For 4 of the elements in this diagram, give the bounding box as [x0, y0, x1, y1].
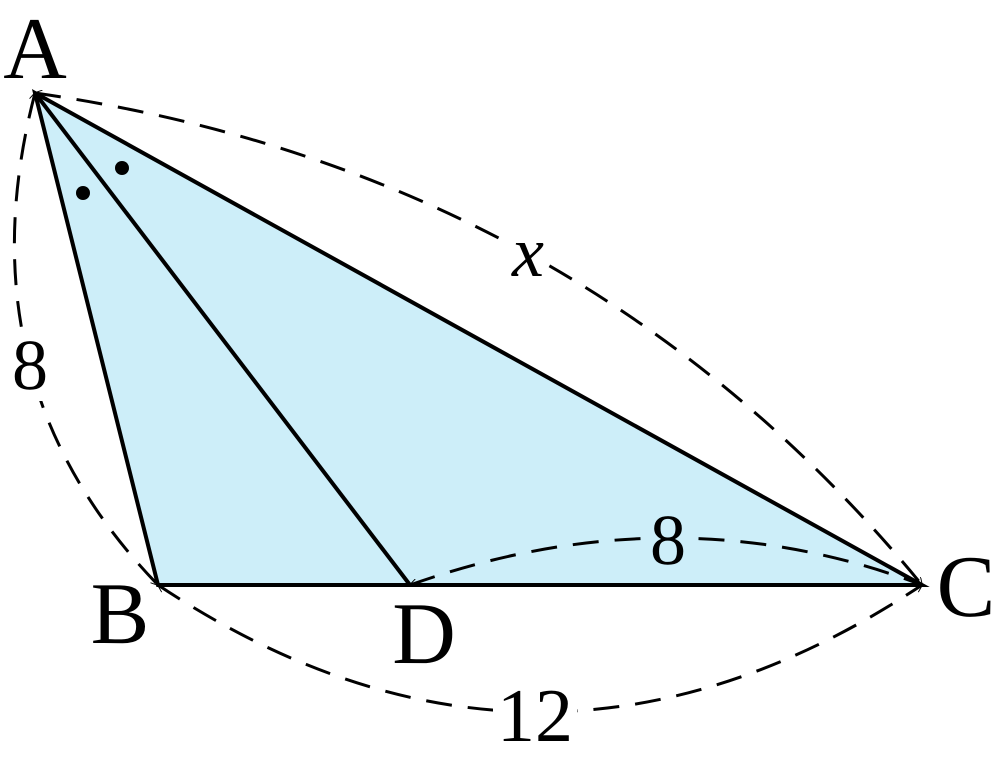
vertex-label: D	[391, 591, 457, 679]
vertex-label: B	[90, 571, 150, 659]
vertex-label: A	[2, 6, 68, 94]
vertex-label: C	[936, 544, 996, 632]
